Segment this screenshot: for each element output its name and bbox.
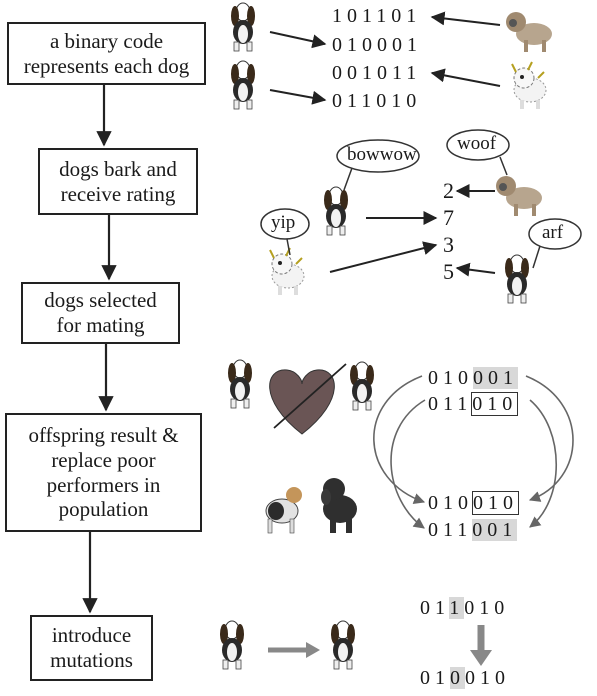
code-swapped-bits: 010 bbox=[472, 491, 519, 515]
step-selection: dogs selected for mating bbox=[21, 282, 180, 344]
rating-value: 5 bbox=[443, 259, 454, 284]
step-bark-rating: dogs bark and receive rating bbox=[38, 148, 198, 215]
step-offspring: offspring result & replace poor performe… bbox=[5, 413, 202, 532]
parent-code: 010001 bbox=[428, 367, 518, 390]
code-kept-bits: 010 bbox=[428, 492, 473, 514]
bark-bubble: bowwow bbox=[347, 144, 417, 165]
step-binary-code: a binary code represents each dog bbox=[7, 22, 206, 85]
code-swapped-bits: 001 bbox=[473, 367, 518, 389]
bark-bubble: arf bbox=[542, 222, 564, 243]
mutated-bit: 0 bbox=[450, 667, 465, 689]
step-mutation: introduce mutations bbox=[30, 615, 153, 681]
bark-bubble: yip bbox=[271, 212, 296, 233]
child-code: 010010 bbox=[428, 491, 519, 515]
code-kept-bits: 011 bbox=[428, 393, 473, 415]
rating-value: 3 bbox=[443, 232, 454, 257]
dog-code: 101101 bbox=[332, 5, 422, 27]
rating-value: 7 bbox=[443, 205, 454, 230]
code-bits: 01 bbox=[420, 667, 450, 689]
dog-code: 010001 bbox=[332, 34, 422, 56]
dog-code: 001011 bbox=[332, 62, 422, 84]
mutation-before-code: 011010 bbox=[420, 597, 509, 620]
dog-code: 011010 bbox=[332, 90, 422, 112]
mutation-after-code: 010010 bbox=[420, 667, 510, 690]
parent-code: 011010 bbox=[428, 392, 519, 416]
code-kept-bits: 011 bbox=[428, 519, 473, 541]
code-kept-bits: 010 bbox=[428, 367, 473, 389]
rating-value: 2 bbox=[443, 178, 454, 203]
child-code: 011001 bbox=[428, 519, 518, 542]
code-bits: 01 bbox=[420, 597, 450, 619]
mutated-bit: 1 bbox=[449, 597, 465, 619]
code-swapped-bits: 010 bbox=[471, 392, 519, 416]
bark-bubble: woof bbox=[457, 133, 497, 154]
code-bits: 010 bbox=[464, 597, 510, 619]
code-bits: 010 bbox=[465, 667, 510, 689]
code-swapped-bits: 001 bbox=[472, 519, 518, 541]
